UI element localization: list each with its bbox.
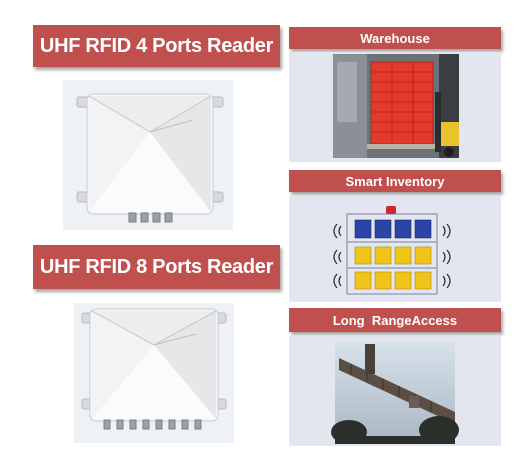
application-title-smart-inventory: Smart Inventory (289, 170, 501, 192)
warehouse-panel (289, 52, 501, 162)
reader-4-ports-image (63, 80, 233, 230)
smart-inventory-panel (289, 196, 501, 302)
application-title-warehouse: Warehouse (289, 27, 501, 49)
gate-barrier-photo (331, 342, 459, 444)
long-range-access-panel (289, 336, 501, 446)
reader-8-ports-image (74, 303, 234, 443)
application-title-long-range-access: Long RangeAccess (289, 308, 501, 332)
product-title-8-ports: UHF RFID 8 Ports Reader (33, 245, 280, 289)
product-title-4-ports: UHF RFID 4 Ports Reader (33, 25, 280, 67)
smart-shelf-illustration (333, 206, 451, 295)
warehouse-pallet-photo (333, 54, 459, 158)
